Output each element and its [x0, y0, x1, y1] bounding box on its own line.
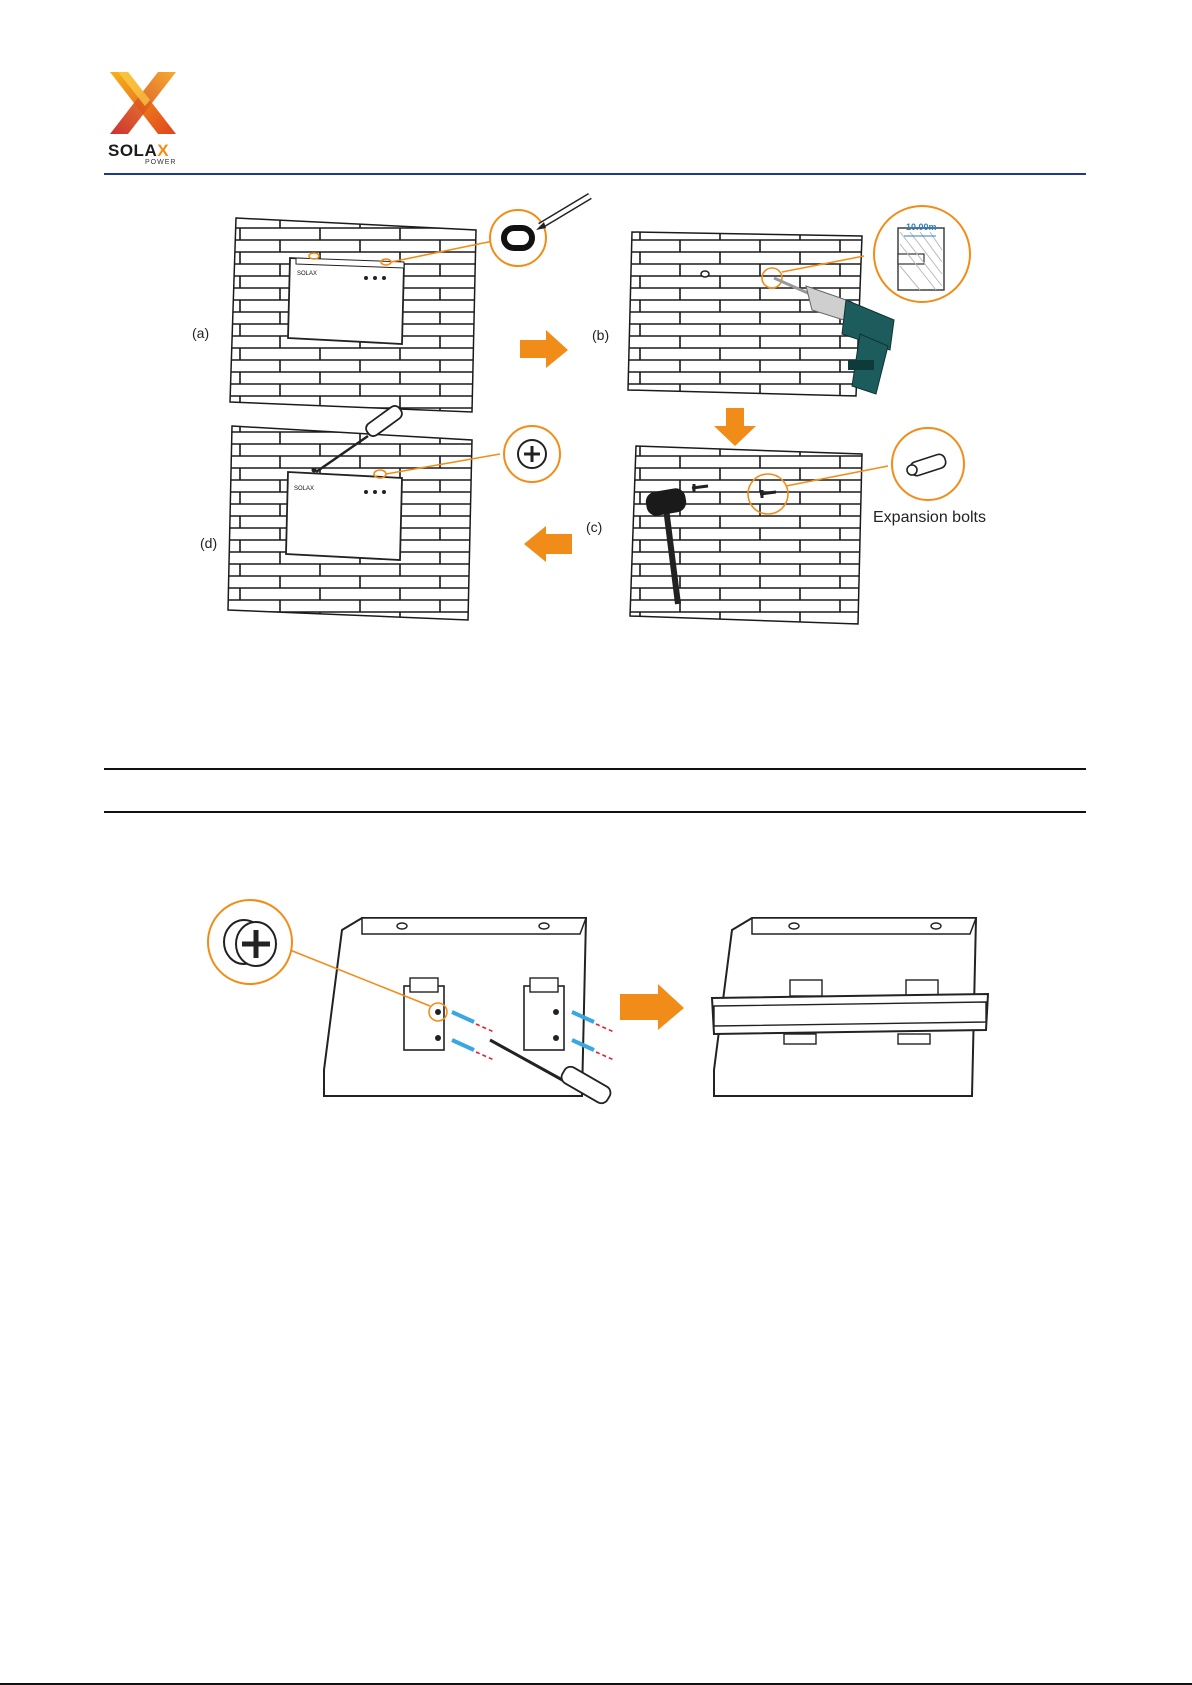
arrow-right-icon-2: [620, 984, 684, 1030]
screw-head-icon: [208, 900, 292, 984]
din-rail: [712, 994, 988, 1034]
device-back-left: [324, 918, 586, 1096]
